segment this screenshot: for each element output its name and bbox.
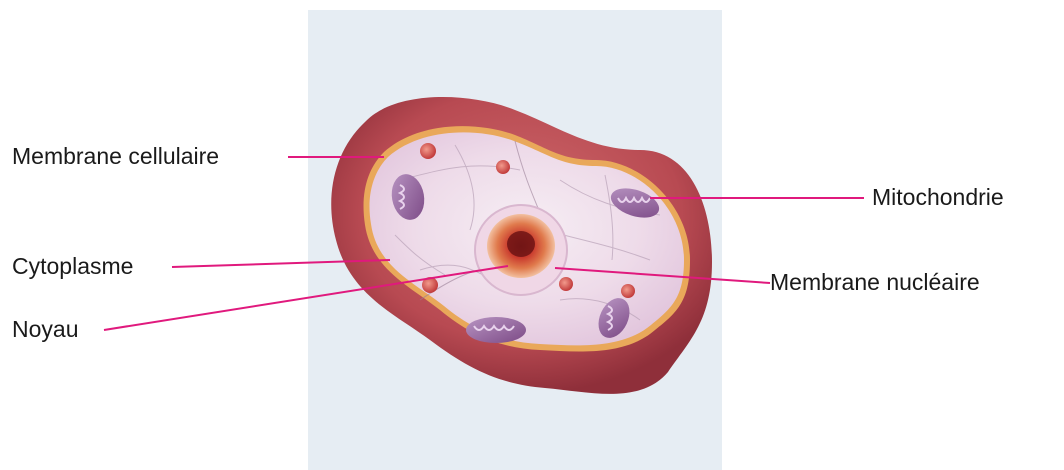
vesicle [496, 160, 510, 174]
vesicle [559, 277, 573, 291]
vesicle [420, 143, 436, 159]
label-membrane-nucleaire: Membrane nucléaire [770, 271, 980, 294]
vesicle [621, 284, 635, 298]
label-noyau: Noyau [12, 318, 78, 341]
label-membrane-cellulaire: Membrane cellulaire [12, 145, 219, 168]
label-cytoplasme: Cytoplasme [12, 255, 133, 278]
nucleus [475, 205, 567, 295]
label-mitochondrie: Mitochondrie [872, 186, 1004, 209]
mitochondrion [466, 317, 526, 343]
